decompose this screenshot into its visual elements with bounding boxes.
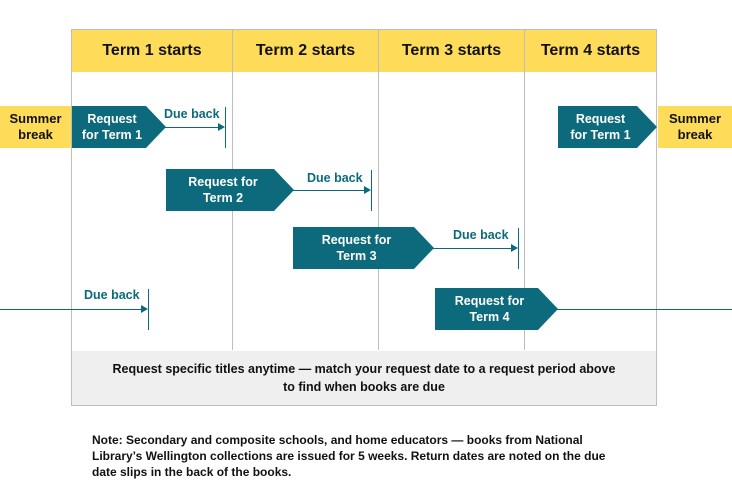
due-line-term2 — [292, 190, 365, 191]
term-header-row — [72, 30, 656, 72]
due-tick-term2 — [371, 170, 372, 211]
footer-instruction: Request specific titles anytime — match … — [72, 351, 656, 405]
request-term2-line1: Request for — [188, 175, 258, 189]
term-1-header: Term 1 starts — [102, 42, 202, 59]
due-back-label-term4: Due back — [84, 288, 140, 302]
request-term1-left-line1: Request — [87, 112, 137, 126]
summer-break-right-line2: break — [677, 127, 713, 142]
due-line-term3 — [432, 248, 512, 249]
due-line-term4-left — [0, 309, 142, 310]
due-back-label-term3: Due back — [453, 228, 509, 242]
request-term3-line2: Term 3 — [336, 249, 377, 263]
term-3-header: Term 3 starts — [401, 42, 502, 59]
request-term4-line2: Term 4 — [469, 310, 510, 324]
term-divider-4 — [524, 30, 525, 350]
term-divider-3 — [378, 30, 379, 350]
summer-break-left-line2: break — [18, 127, 53, 142]
due-arrow-term4 — [141, 305, 148, 313]
note-line2: Library’s Wellington collections are iss… — [92, 449, 606, 463]
summer-break-right-line1: Summer — [668, 111, 722, 126]
due-arrow-term3 — [511, 244, 518, 252]
due-line-term1 — [153, 127, 219, 128]
request-term1-left: Request for Term 1 — [72, 106, 166, 148]
timeline-frame — [71, 29, 657, 406]
due-back-label-term1: Due back — [164, 107, 220, 121]
request-term1-right: Request for Term 1 — [558, 106, 657, 148]
due-tick-term3 — [518, 228, 519, 269]
request-term4-line1: Request for — [454, 294, 525, 308]
footer-line2: to find when books are due — [283, 380, 445, 394]
note-line1: Note: Secondary and composite schools, a… — [92, 433, 583, 447]
request-term1-left-line2: for Term 1 — [81, 128, 143, 142]
due-tick-term1 — [225, 107, 226, 148]
request-term1-right-line2: for Term 1 — [570, 128, 631, 142]
request-term3-line1: Request for — [321, 233, 392, 247]
request-term2-line2: Term 2 — [202, 191, 244, 205]
due-arrow-term2 — [364, 186, 371, 194]
note-line3: date slips in the back of the books. — [92, 465, 292, 479]
note-text: Note: Secondary and composite schools, a… — [92, 432, 652, 480]
due-arrow-term1 — [218, 123, 225, 131]
request-term1-right-line1: Request — [575, 112, 626, 126]
term-4-header: Term 4 starts — [540, 42, 641, 59]
footer-line1: Request specific titles anytime — match … — [112, 362, 616, 376]
due-back-label-term2: Due back — [307, 171, 363, 185]
summer-break-left-line1: Summer — [9, 111, 62, 126]
due-line-term4-right — [556, 309, 732, 310]
term-2-header: Term 2 starts — [255, 42, 356, 59]
due-tick-term4 — [148, 289, 149, 330]
